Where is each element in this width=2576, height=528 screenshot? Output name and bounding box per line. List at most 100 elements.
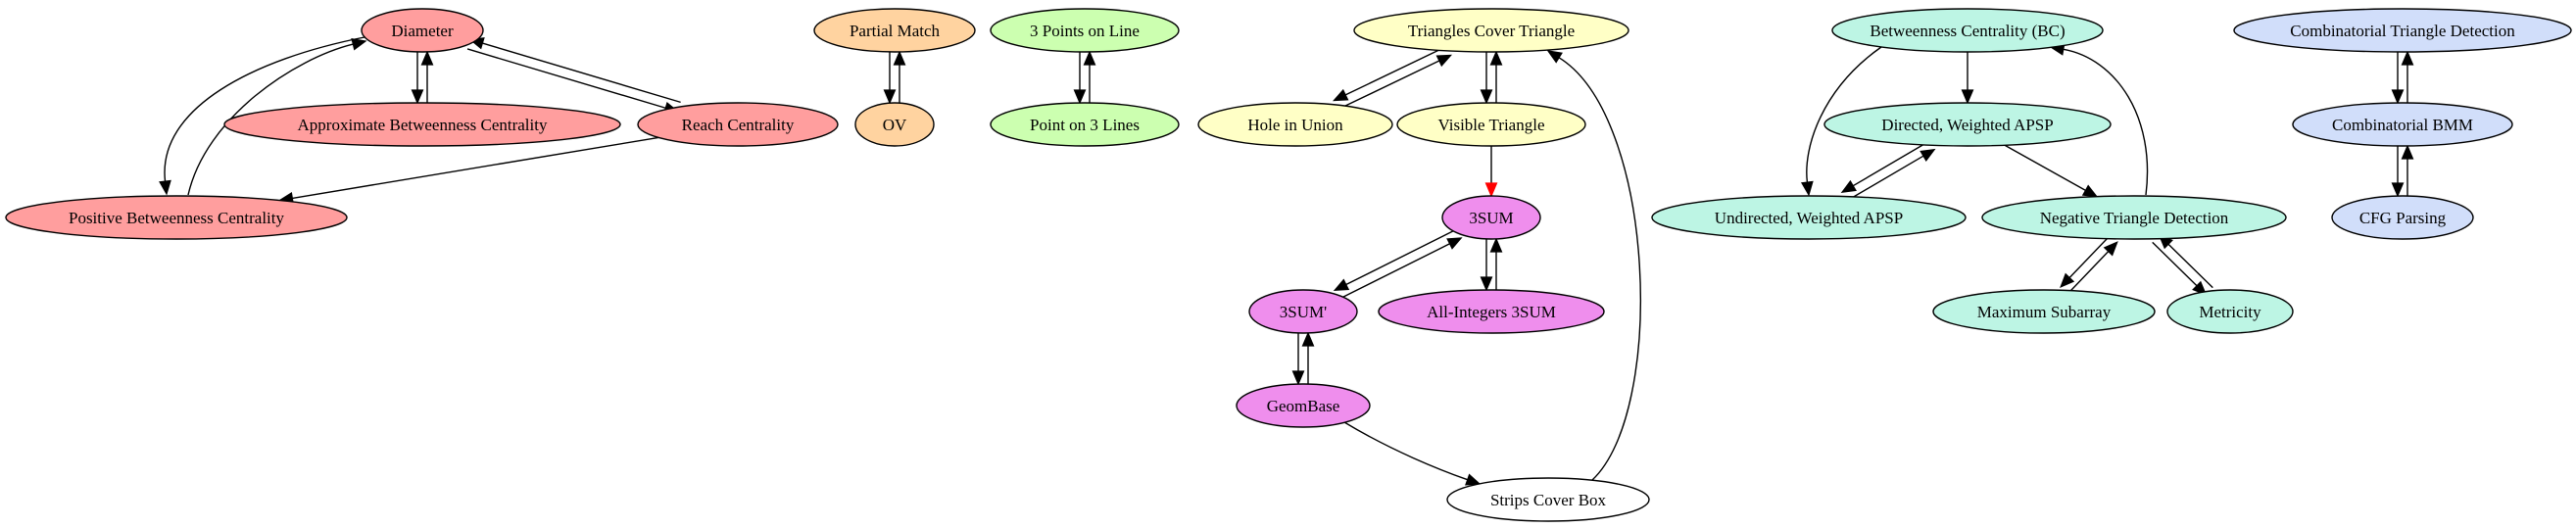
edge-arrowhead — [1961, 89, 1974, 105]
edge-arrowhead — [1333, 88, 1349, 102]
node-label: Visible Triangle — [1437, 116, 1544, 134]
node-label: Triangles Cover Triangle — [1408, 22, 1575, 40]
node-ellipse — [1378, 289, 1605, 334]
node-allint: All-Integers 3SUM — [1378, 289, 1605, 334]
edge-neg_tri-to-max_sub — [2060, 234, 2112, 289]
edge-threesum_p-to-threesum — [1338, 237, 1463, 300]
node-cfg: CFG Parsing — [2331, 195, 2474, 240]
node-comb-tri: Combinatorial Triangle Detection — [2233, 8, 2572, 53]
node-pos-bc: Positive Betweenness Centrality — [5, 195, 348, 240]
edge-arrowhead — [2391, 89, 2405, 105]
edge-line — [2004, 144, 2086, 191]
node-ellipse — [990, 102, 1180, 147]
edge-undir_apsp-to-dir_apsp — [1846, 148, 1936, 202]
node-hole-union: Hole in Union — [1197, 102, 1393, 147]
edge-approx_bc-to-diameter — [420, 50, 434, 103]
edge-arrowhead — [2060, 272, 2075, 289]
edge-arrowhead — [351, 38, 367, 51]
node-threesum: 3SUM — [1441, 195, 1541, 240]
edge-line — [1338, 243, 1450, 300]
node-ellipse — [361, 8, 484, 53]
node-label: 3SUM — [1469, 209, 1513, 227]
edge-arrowhead — [411, 89, 424, 105]
edge-dir_apsp-to-undir_apsp — [1840, 140, 1930, 194]
edge-line — [1343, 421, 1468, 481]
node-label: GeomBase — [1267, 397, 1340, 415]
node-ellipse — [1353, 8, 1629, 53]
node-dir-apsp: Directed, Weighted APSP — [1823, 102, 2112, 147]
edge-metricity-to-neg_tri — [2158, 234, 2213, 289]
edge-threesum_p-to-geombase — [1291, 332, 1305, 386]
edge-line — [1337, 60, 1440, 111]
node-label: Directed, Weighted APSP — [1881, 116, 2053, 134]
edge-arrowhead — [420, 50, 434, 66]
node-ellipse — [1197, 102, 1393, 147]
edge-arrowhead — [1073, 89, 1087, 105]
edge-dir_apsp-to-neg_tri — [2004, 144, 2099, 198]
node-label: Approximate Betweenness Centrality — [298, 116, 548, 134]
edge-strips-to-tri_cover — [1546, 50, 1641, 481]
edge-arrowhead — [1301, 331, 1315, 347]
node-ellipse — [2331, 195, 2474, 240]
node-point-3lines: Point on 3 Lines — [990, 102, 1180, 147]
edge-diameter-to-approx_bc — [411, 52, 424, 105]
edge-diameter-to-reach — [466, 48, 680, 115]
edges-layer — [159, 36, 2414, 486]
edge-arrowhead — [1840, 179, 1857, 194]
edge-line — [1846, 155, 1924, 202]
node-partial-match: Partial Match — [813, 8, 976, 53]
node-undir-apsp: Undirected, Weighted APSP — [1651, 195, 1967, 240]
node-label: Negative Triangle Detection — [2040, 209, 2229, 227]
edge-arrowhead — [2081, 184, 2099, 198]
node-ellipse — [1396, 102, 1586, 147]
node-ellipse — [637, 102, 839, 147]
node-ellipse — [5, 195, 348, 240]
edge-comb_bmm-to-comb_tri — [2401, 50, 2414, 103]
edge-visible_tri-to-threesum — [1484, 146, 1498, 198]
edge-ov-to-partial_match — [893, 50, 906, 103]
node-label: Strips Cover Box — [1490, 491, 1607, 509]
edge-line — [187, 43, 354, 196]
edge-arrowhead — [1484, 182, 1498, 198]
edge-bc-to-dir_apsp — [1961, 52, 1974, 105]
edge-arrowhead — [1465, 473, 1482, 486]
edge-comb_tri-to-comb_bmm — [2391, 52, 2405, 105]
node-comb-bmm: Combinatorial BMM — [2292, 102, 2513, 147]
edge-line — [2066, 251, 2110, 295]
edge-line — [164, 36, 365, 182]
node-label: Combinatorial Triangle Detection — [2290, 22, 2515, 40]
node-label: All-Integers 3SUM — [1427, 303, 1556, 321]
node-label: Maximum Subarray — [1977, 303, 2112, 321]
edge-comb_bmm-to-cfg — [2391, 146, 2405, 198]
node-label: OV — [883, 116, 907, 134]
edge-arrowhead — [1489, 50, 1503, 66]
edge-line — [2167, 243, 2213, 289]
edge-arrowhead — [2401, 144, 2414, 160]
node-ellipse — [990, 8, 1180, 53]
node-ellipse — [223, 102, 621, 147]
edge-tri_cover-to-hole_union — [1333, 45, 1447, 102]
node-strips: Strips Cover Box — [1446, 477, 1650, 522]
node-label: Metricity — [2199, 303, 2261, 321]
edge-line — [1344, 45, 1447, 96]
node-diameter: Diameter — [361, 8, 484, 53]
edge-arrowhead — [1435, 54, 1452, 68]
edge-arrowhead — [883, 89, 897, 105]
edge-threesum-to-allint — [1480, 239, 1493, 292]
node-label: Reach Centrality — [682, 116, 795, 134]
node-ellipse — [1236, 383, 1371, 428]
node-metricity: Metricity — [2166, 289, 2294, 334]
edge-arrowhead — [1480, 89, 1493, 105]
node-ellipse — [1651, 195, 1967, 240]
edge-arrowhead — [159, 179, 171, 196]
edge-arrowhead — [1333, 278, 1350, 292]
node-ellipse — [1441, 195, 1541, 240]
edge-line — [466, 48, 666, 109]
node-ellipse — [813, 8, 976, 53]
edge-line — [1558, 57, 1641, 481]
node-ellipse — [1932, 289, 2156, 334]
edge-partial_match-to-ov — [883, 51, 897, 105]
